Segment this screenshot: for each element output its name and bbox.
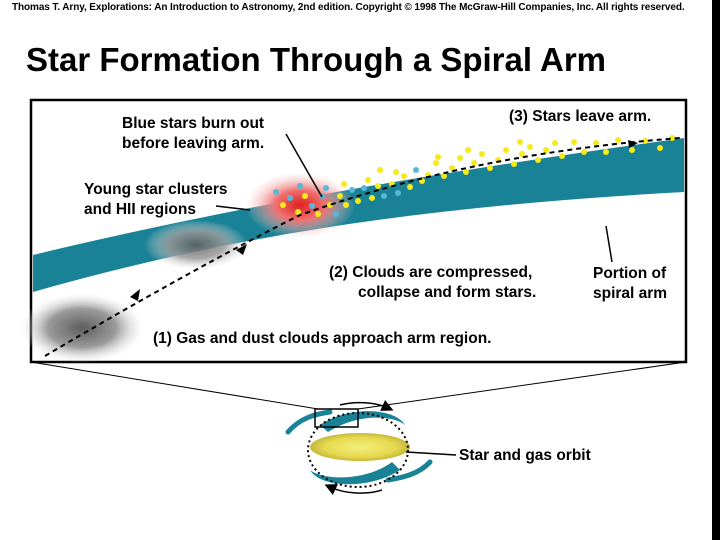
orbit-arrow-top	[340, 403, 388, 408]
label-stars-leave: (3) Stars leave arm.	[509, 107, 651, 127]
zoom-line-left	[31, 362, 318, 409]
blue-star	[287, 195, 293, 201]
yellow-star	[629, 147, 635, 153]
label-young-clusters: Young star clusters and HII regions	[84, 180, 228, 220]
yellow-star	[463, 169, 469, 175]
yellow-star	[280, 202, 286, 208]
yellow-star	[355, 198, 361, 204]
galaxy-bulge	[310, 433, 410, 461]
blue-star	[309, 203, 315, 209]
yellow-star	[543, 147, 549, 153]
page-title: Star Formation Through a Spiral Arm	[26, 41, 606, 79]
yellow-star	[341, 181, 347, 187]
yellow-star	[375, 183, 381, 189]
yellow-star	[571, 139, 577, 145]
yellow-star	[369, 195, 375, 201]
yellow-star	[471, 160, 477, 166]
label-portion-spiral-arm: Portion of spiral arm	[593, 264, 667, 304]
yellow-star	[552, 140, 558, 146]
blue-star	[413, 167, 419, 173]
yellow-star	[615, 137, 621, 143]
yellow-star	[433, 160, 439, 166]
label-blue-stars: Blue stars burn out before leaving arm.	[122, 114, 264, 154]
yellow-star	[503, 147, 509, 153]
yellow-star	[479, 151, 485, 157]
gas-cloud-incoming	[20, 293, 144, 363]
yellow-star	[559, 153, 565, 159]
gas-cloud-compressing	[144, 220, 248, 270]
label-clouds-compressed: (2) Clouds are compressed, collapse and …	[329, 263, 536, 303]
yellow-star	[343, 202, 349, 208]
yellow-star	[365, 177, 371, 183]
yellow-star	[465, 147, 471, 153]
yellow-star	[315, 211, 321, 217]
blue-star	[273, 189, 279, 195]
yellow-star	[435, 154, 441, 160]
yellow-star	[457, 155, 463, 161]
yellow-star	[535, 157, 541, 163]
yellow-star	[527, 144, 533, 150]
copyright-credit: Thomas T. Arny, Explorations: An Introdu…	[12, 2, 685, 13]
label-star-gas-orbit: Star and gas orbit	[459, 446, 591, 466]
yellow-star	[302, 193, 308, 199]
label-gas-dust: (1) Gas and dust clouds approach arm reg…	[153, 329, 491, 349]
yellow-star	[581, 149, 587, 155]
yellow-star	[401, 173, 407, 179]
yellow-star	[337, 193, 343, 199]
yellow-star	[407, 184, 413, 190]
yellow-star	[517, 139, 523, 145]
yellow-star	[487, 165, 493, 171]
blue-star	[323, 185, 329, 191]
yellow-star	[393, 169, 399, 175]
blue-star	[333, 211, 339, 217]
blue-star	[395, 190, 401, 196]
blue-star	[381, 193, 387, 199]
blue-star	[361, 185, 367, 191]
yellow-star	[657, 145, 663, 151]
hii-region-cloud	[245, 172, 355, 238]
galaxy-arm-upper	[320, 411, 405, 432]
leader-orbit	[406, 452, 456, 455]
edge-bar	[712, 0, 720, 540]
yellow-star	[377, 167, 383, 173]
blue-star	[297, 183, 303, 189]
zoom-line-right	[358, 362, 686, 409]
blue-star	[349, 187, 355, 193]
yellow-star	[603, 149, 609, 155]
yellow-star	[511, 161, 517, 167]
